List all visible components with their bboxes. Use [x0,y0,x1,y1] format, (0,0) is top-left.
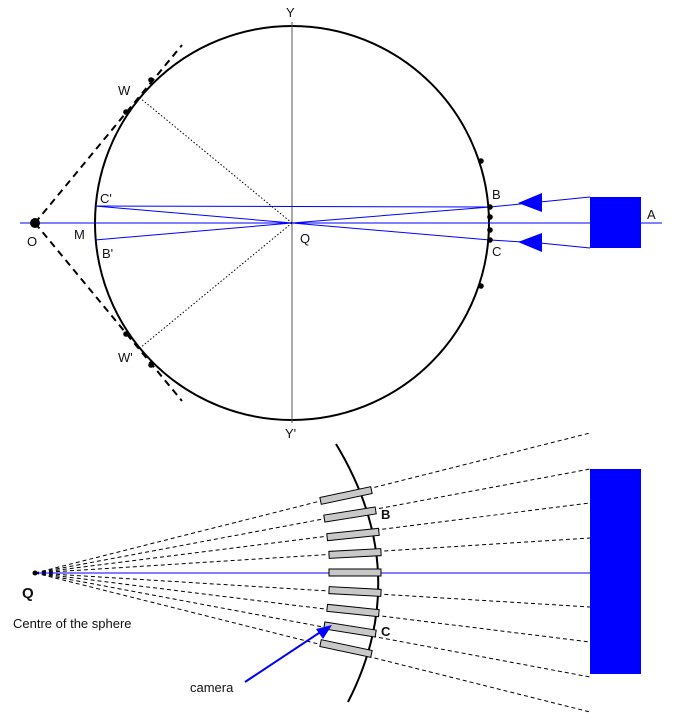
point-w-dot-2 [123,109,129,115]
label-q-bottom: Q [22,585,34,602]
label-c-bottom: C [381,624,391,639]
ray-from-a-lower [94,205,591,249]
camera-array [319,486,382,658]
right-dot-2 [487,204,493,210]
tangent-lower [34,222,183,402]
camera-1 [319,486,373,505]
dashed-rays [34,432,591,713]
camera-8 [323,621,377,638]
label-b-bottom: B [381,507,390,522]
label-centre-of-sphere: Centre of the sphere [13,616,132,631]
ray-b-to-c-prime [94,205,491,208]
point-w-prime-dot-2 [148,362,154,368]
label-b-prime: B' [102,246,113,261]
right-dot-4 [487,227,493,233]
label-a: A [647,207,656,222]
label-camera: camera [190,680,234,695]
camera-arrow-head [316,625,332,639]
object-box-bottom [590,469,641,674]
top-diagram: Y Y' W W' C' B' M O Q B C A [20,5,662,441]
bottom-diagram: Q Centre of the sphere B C camera [13,432,641,713]
radius-to-w [139,97,293,224]
radius-to-w-prime [139,222,293,349]
label-c: C [492,244,501,259]
label-y: Y [286,5,295,20]
right-dot-3 [487,214,493,220]
point-w-prime-dot-1 [123,331,129,337]
camera-4 [328,548,382,559]
camera-2 [323,506,377,523]
camera-5 [328,568,382,577]
label-m: M [74,227,85,242]
camera-arrow-line [244,630,323,683]
arrow-lower [518,233,542,252]
label-w-prime: W' [118,350,133,365]
right-dot-5 [487,237,493,243]
point-q-bottom [32,570,38,576]
label-b: B [492,187,501,202]
label-w: W [118,83,131,98]
label-y-prime: Y' [285,426,296,441]
right-dot-1 [478,158,484,164]
label-o: O [27,234,37,249]
camera-3 [326,527,380,542]
label-q: Q [300,231,310,246]
label-c-prime: C' [100,191,112,206]
arrow-upper [518,193,542,212]
tangent-upper [34,44,183,224]
object-box-a [590,197,641,248]
point-w-dot-1 [148,77,154,83]
right-dot-6 [478,283,484,289]
camera-6 [328,586,382,597]
camera-7 [326,603,380,618]
camera-9 [319,639,373,658]
ray-from-a-upper [94,196,591,241]
point-o [30,218,40,228]
